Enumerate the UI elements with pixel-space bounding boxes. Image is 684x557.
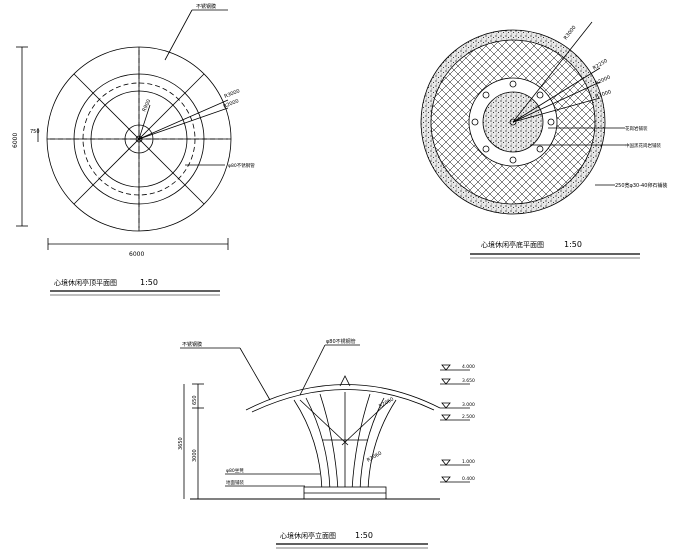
base-radius-4: R1000 bbox=[595, 89, 612, 100]
roof-plan-title: 心境休闲亭顶平面图 bbox=[54, 278, 117, 287]
elev-roof-outer bbox=[245, 384, 441, 411]
elev-level-3: 3.000 bbox=[462, 402, 475, 408]
base-column-dots bbox=[471, 80, 555, 164]
roof-dim-small: 750 bbox=[30, 129, 40, 135]
elevation-text: 不锈钢膜 φ80不锈钢管 φ80坐凳 地面铺装 R2060 R3060 650 … bbox=[178, 338, 475, 540]
elev-level-2: 3.650 bbox=[462, 378, 475, 384]
elev-pipe-label: R2060 bbox=[378, 396, 395, 409]
elev-leg-label: R3060 bbox=[366, 450, 383, 463]
roof-plan bbox=[16, 9, 232, 296]
elev-dim-mid: 3650 bbox=[178, 437, 184, 450]
roof-dim-height: 6000 bbox=[12, 133, 19, 148]
base-plan bbox=[420, 21, 640, 259]
roof-radius-2: R2000 bbox=[223, 98, 240, 110]
elev-level-1: 4.000 bbox=[462, 364, 475, 370]
elev-ground-note: 地面铺装 bbox=[226, 479, 244, 486]
base-note-2: 中国黑花岗岩铺装 bbox=[625, 142, 661, 149]
base-note-3: 250宽φ30-40卵石铺装 bbox=[615, 182, 667, 189]
base-radius-3: R2000 bbox=[594, 75, 611, 87]
elev-bench-note: φ80坐凳 bbox=[226, 467, 244, 474]
roof-plan-scale: 1:50 bbox=[140, 278, 158, 287]
elev-level-markers bbox=[440, 364, 470, 483]
elev-roof-inner bbox=[251, 389, 435, 413]
elev-level-5: 1.000 bbox=[462, 459, 475, 465]
elev-dim-low: 3000 bbox=[192, 449, 198, 462]
roof-dim-width: 6000 bbox=[129, 251, 144, 258]
roof-radius-1: R3000 bbox=[224, 88, 241, 100]
elev-finial bbox=[339, 375, 351, 387]
elevation bbox=[180, 344, 470, 549]
base-radius-2: R2250 bbox=[592, 58, 609, 72]
elevation-scale: 1:50 bbox=[355, 531, 373, 540]
roof-pipe-note: φ80不锈钢管 bbox=[228, 162, 255, 169]
base-note-1: 花岗岩铺装 bbox=[625, 125, 648, 132]
elev-dim-top: 650 bbox=[192, 395, 198, 405]
roof-note: 不锈钢膜 bbox=[196, 3, 216, 10]
elev-legs bbox=[293, 391, 397, 491]
elev-roof-note: 不锈钢膜 bbox=[182, 341, 202, 348]
elev-pipe-note: φ80不锈钢管 bbox=[326, 338, 356, 345]
elevation-title: 心境休闲亭立面图 bbox=[280, 531, 336, 540]
elev-level-4: 2.500 bbox=[462, 414, 475, 420]
roof-radius-3: R900 bbox=[141, 98, 152, 112]
base-plan-title: 心境休闲亭底平面图 bbox=[481, 240, 544, 249]
base-radius-1: R3000 bbox=[563, 25, 578, 41]
roof-plan-text: 不锈钢膜 φ80不锈钢管 R3000 R2000 R900 6000 6000 … bbox=[12, 3, 255, 287]
base-plan-scale: 1:50 bbox=[564, 240, 582, 249]
elev-level-6: 0.400 bbox=[462, 476, 475, 482]
